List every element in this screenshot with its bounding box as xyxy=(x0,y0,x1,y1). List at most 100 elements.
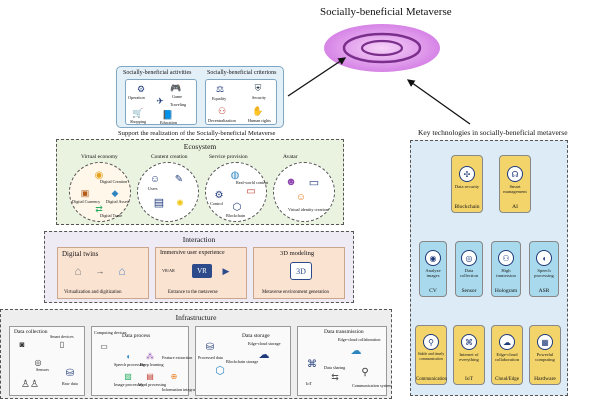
tech-label: Communication xyxy=(416,377,447,382)
eco-note: Control xyxy=(210,201,223,206)
tech-label: IoT xyxy=(465,376,473,382)
activity-label: Game xyxy=(172,94,182,99)
assets-icon: ◆ xyxy=(111,187,119,198)
block-note: Computing devices xyxy=(94,330,127,335)
tech-name: Smart management xyxy=(503,184,527,194)
tech-name: Data security xyxy=(454,184,480,189)
cloud-icon: ☁ xyxy=(258,348,270,361)
block-label: Data collection xyxy=(14,329,48,335)
block-note: Word processing xyxy=(138,382,167,387)
antenna-icon: ⚲ xyxy=(423,334,439,350)
tech-card-asr: ◖ Speech processing ASR xyxy=(529,241,559,297)
data-transmission-block: Data transmission ☁ ⌘ ⚲ ⇆ Edge-cloud col… xyxy=(297,326,392,396)
shield-icon: ⛨ xyxy=(254,82,262,93)
phone-icon: ▯ xyxy=(59,339,65,349)
sensor-icon: ◎ xyxy=(461,250,477,266)
tech-label: Sensor xyxy=(461,288,477,294)
scales-icon: ⚖ xyxy=(215,83,225,94)
speech-icon: ◖ xyxy=(125,351,131,361)
arrow-right-icon: → xyxy=(95,266,105,276)
share-icon: ⇆ xyxy=(331,371,339,382)
panel-caption: Entrance to the metaverse xyxy=(168,290,218,295)
tech-heading: Key technologies in socially-beneficial … xyxy=(418,128,568,137)
block-note: Data sharing xyxy=(324,365,346,370)
plane-icon: ✈ xyxy=(156,95,164,106)
tech-name: Analyze images xyxy=(425,268,441,278)
infrastructure-title: Infrastructure xyxy=(175,313,217,322)
block-label: Data process xyxy=(122,333,151,339)
avatar-icon: ☻ xyxy=(285,176,297,188)
activities-panel: Socially-beneficial activities Socially-… xyxy=(116,66,284,128)
chip-icon: ▦ xyxy=(537,334,553,350)
panel-title: 3D modeling xyxy=(280,250,315,257)
people-icon: ⚇ xyxy=(217,105,227,116)
tech-name: Data collection xyxy=(459,268,479,278)
immersive-ux-card: Immersive user experience VR/AR VR ▶ Ent… xyxy=(155,247,247,299)
wallet-icon: ▣ xyxy=(80,187,90,198)
coin-icon: ◉ xyxy=(94,169,104,181)
criterion-label: Equality xyxy=(212,96,227,101)
data-storage-block: Data storage ⛁ ⬡ ☁ Processed data Blockc… xyxy=(195,326,291,396)
eco-note: Digital Assets xyxy=(106,199,130,204)
vr-headset-icon: VR xyxy=(192,264,212,278)
tech-name: High immersion xyxy=(496,268,516,278)
tech-name: Speech processing xyxy=(534,268,554,278)
tech-label: Cloud/Edge xyxy=(495,377,519,382)
bulb-icon: ✺ xyxy=(176,197,184,208)
block-note: Processed data xyxy=(198,355,223,360)
trade-icon: ⇄ xyxy=(95,203,103,214)
computer-icon: ▭ xyxy=(100,341,108,351)
activity-label: Traveling xyxy=(170,102,187,107)
control-icon: ⚙ xyxy=(214,189,224,201)
eco-note: Digital Currency xyxy=(72,199,101,204)
game-icon: 🎮 xyxy=(170,82,182,93)
block-note: IoT xyxy=(306,381,313,386)
pen-icon: ✎ xyxy=(174,173,184,185)
cloud-icon: ☁ xyxy=(499,334,515,350)
eye-icon: ◉ xyxy=(425,250,441,266)
block-note: Smart devices xyxy=(50,334,74,339)
people-icon: ♙♙ xyxy=(21,378,39,390)
blockchain-icon: ⬡ xyxy=(215,364,225,377)
globe-icon: ◍ xyxy=(230,169,240,181)
activity-label: Shopping xyxy=(130,119,147,124)
camera-icon: ◙ xyxy=(19,339,25,349)
character-icon: ☺ xyxy=(295,191,307,203)
content-creation-circle: ☺ ✎ ▤ ✺ Users xyxy=(137,162,199,222)
3d-icon: 3D xyxy=(290,262,312,280)
monitor-icon: ▭ xyxy=(308,176,320,189)
digital-twins-card: Digital twins ⌂ → ⌂ Virtualization and d… xyxy=(57,247,149,299)
user-icon: ☺ xyxy=(149,173,161,185)
hands-icon: ✋ xyxy=(252,105,264,116)
network-icon: ✣ xyxy=(459,166,475,182)
merge-icon: ⊕ xyxy=(170,371,178,381)
book-icon: 📘 xyxy=(162,109,174,120)
tech-card-ai: ☊ Smart management AI xyxy=(499,155,531,213)
activity-label: Education xyxy=(160,120,177,125)
tech-label: Hardware xyxy=(534,376,556,382)
criterion-label: Human rights xyxy=(248,118,271,123)
eco-section-label: Avatar xyxy=(283,154,298,160)
tech-label: ASR xyxy=(538,288,550,294)
tech-name: Internet of everything xyxy=(459,352,479,362)
virtual-economy-circle: ◉ ▣ ◆ ⇄ Digital Creation Digital Currenc… xyxy=(69,162,131,222)
eco-note: Virtual identity creation xyxy=(288,207,328,212)
eco-note: Digital Creation xyxy=(100,179,128,184)
tech-name: Stable and timely communication xyxy=(417,352,445,361)
tech-card-sensor: ◎ Data collection Sensor xyxy=(455,241,483,297)
panel-title: Digital twins xyxy=(62,250,99,258)
block-note: Blockchain storage xyxy=(226,359,259,364)
neural-icon: ⁂ xyxy=(146,351,154,361)
database-icon: ⛁ xyxy=(65,367,75,379)
eco-note: Blockchain xyxy=(226,213,246,218)
sensor-icon: ◎ xyxy=(34,357,42,367)
criterions-heading: Socially-beneficial criterions xyxy=(207,70,277,76)
tech-card-hardware: ▦ Powerful computing Hardware xyxy=(529,325,561,385)
activity-label: Operation xyxy=(128,95,145,100)
page-title: Socially-beneficial Metaverse xyxy=(320,6,452,18)
support-label: Support the realization of the Socially-… xyxy=(118,130,276,137)
tech-card-iot: ⌘ Internet of everything IoT xyxy=(453,325,485,385)
house-icon: ⌂ xyxy=(74,263,82,278)
block-note: Sensors xyxy=(36,367,50,372)
block-note: Edge-cloud storage xyxy=(248,341,281,346)
